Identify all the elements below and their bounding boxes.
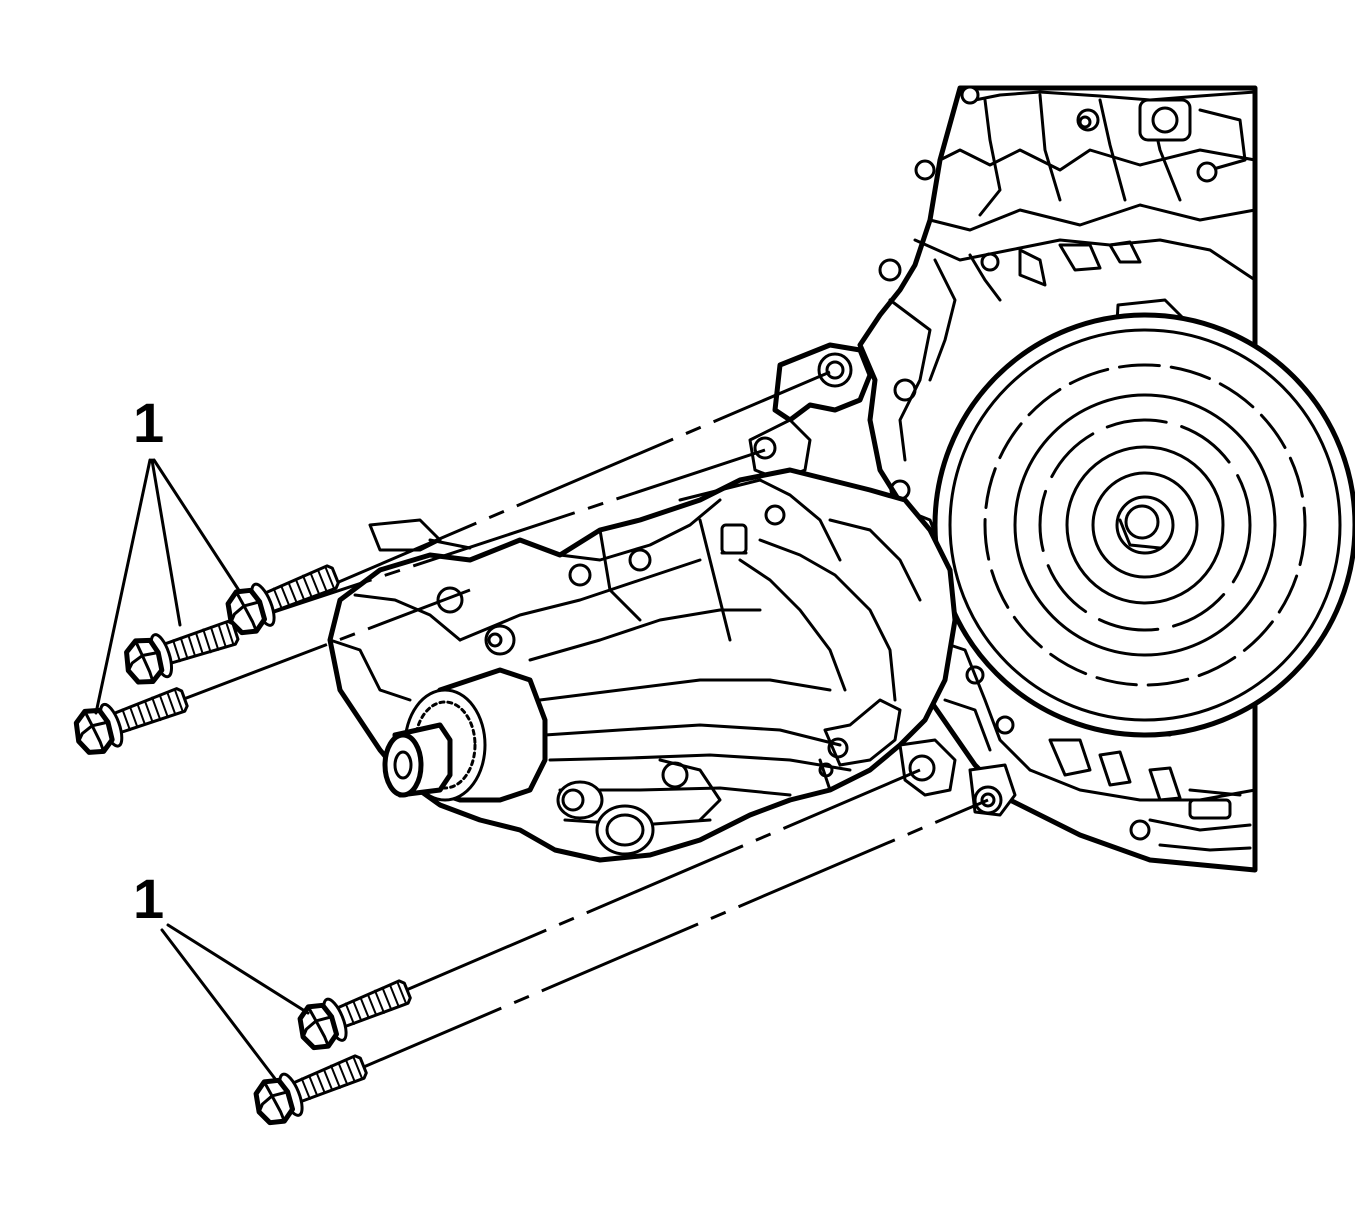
callout-lower: 1 (133, 867, 310, 1082)
transfer-case (327, 342, 1017, 863)
bolt (293, 970, 415, 1054)
leader-line (94, 458, 152, 715)
leader-line (150, 458, 182, 627)
torque-converter (932, 312, 1355, 738)
bolt (70, 678, 192, 758)
callout-lower-label: 1 (133, 867, 164, 930)
bolt (249, 1045, 371, 1129)
callout-upper: 1 (94, 391, 242, 715)
bolt (221, 555, 343, 639)
leader-line (160, 928, 278, 1082)
bolt (120, 611, 242, 688)
callout-upper-label: 1 (133, 391, 164, 454)
bolt-centerlines (167, 370, 989, 1077)
leader-line (166, 923, 310, 1015)
leader-line (152, 458, 242, 594)
